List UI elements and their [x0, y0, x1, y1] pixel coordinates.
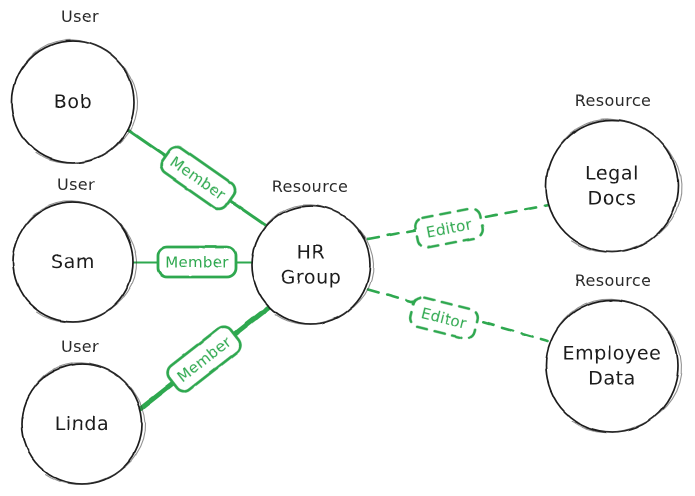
node-bob-type-label: User — [61, 7, 99, 26]
edge-label-box-linda — [166, 325, 242, 393]
node-legal-docs-type-label: Resource — [575, 91, 652, 110]
node-employee-data-circle — [545, 299, 679, 433]
node-linda-circle-sketch — [33, 362, 147, 485]
node-employee-data-type-label: Resource — [575, 271, 652, 290]
edge-label-member-bob[interactable]: Member — [157, 143, 238, 212]
edge-label-member-linda[interactable]: Member — [164, 323, 244, 395]
node-linda-label: Linda — [55, 413, 110, 435]
node-bob-label: Bob — [54, 91, 93, 113]
edge-label-box-employee — [408, 296, 480, 340]
node-employee-data-circle-sketch — [558, 298, 682, 433]
nodes-layer: User Bob User Sam User Linda Res — [11, 7, 682, 485]
edge-label-box-sam — [156, 245, 238, 279]
edge-label-member-sam[interactable]: Member — [156, 245, 238, 279]
node-sam-circle-sketch — [24, 200, 138, 323]
edge-line-hr-employee — [366, 287, 550, 343]
node-legal-docs-circle-sketch — [558, 118, 682, 253]
edge-label-text-sam: Member — [165, 254, 229, 272]
node-sam-type-label: User — [57, 175, 95, 194]
node-hr-group-circle-sketch — [262, 204, 375, 325]
node-linda-type-label: User — [61, 337, 99, 356]
node-hr-group-type-label: Resource — [272, 177, 349, 196]
edge-labels-layer: Member Member Member Editor Editor — [156, 143, 485, 395]
edge-label-editor-legal[interactable]: Editor — [413, 207, 485, 249]
node-linda[interactable]: User Linda — [21, 337, 147, 485]
edge-label-editor-employee[interactable]: Editor — [408, 295, 480, 340]
edge-label-box-bob — [159, 145, 237, 211]
edge-label-box-legal — [413, 207, 485, 249]
edge-hr-group-employee-data[interactable] — [366, 287, 550, 343]
node-bob-circle-sketch — [23, 39, 139, 164]
node-sam[interactable]: User Sam — [12, 175, 138, 323]
node-bob[interactable]: User Bob — [11, 7, 139, 164]
node-legal-docs-circle — [545, 119, 679, 253]
node-sam-label: Sam — [51, 251, 95, 273]
